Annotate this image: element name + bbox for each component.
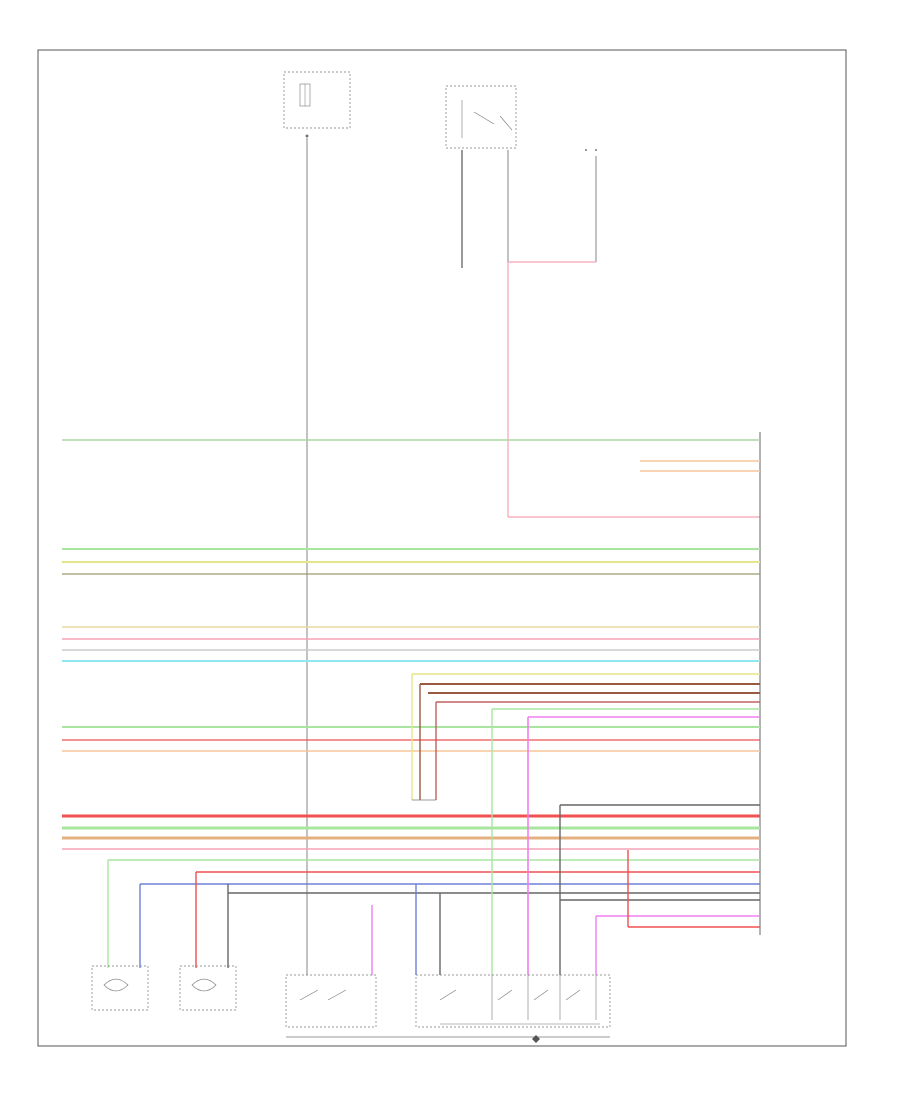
wire-bundle [62,439,760,928]
switch-icon [439,989,457,1001]
switch-icon [299,989,319,1001]
relay-top-center [445,85,517,149]
sensor-icon [103,978,129,992]
transmission-switch-block [415,974,611,1028]
sensor-left-2 [179,965,237,1011]
vertical-drops [107,674,629,975]
ground-icon [532,1035,540,1043]
sensor-left-1 [91,965,149,1011]
fuse-block-top-left [283,71,351,138]
diagram-frame [37,49,847,1047]
switch-block-center [285,974,377,1028]
relay-icon [473,111,495,125]
sensor-icon [191,978,217,992]
module-top-right [585,149,597,151]
